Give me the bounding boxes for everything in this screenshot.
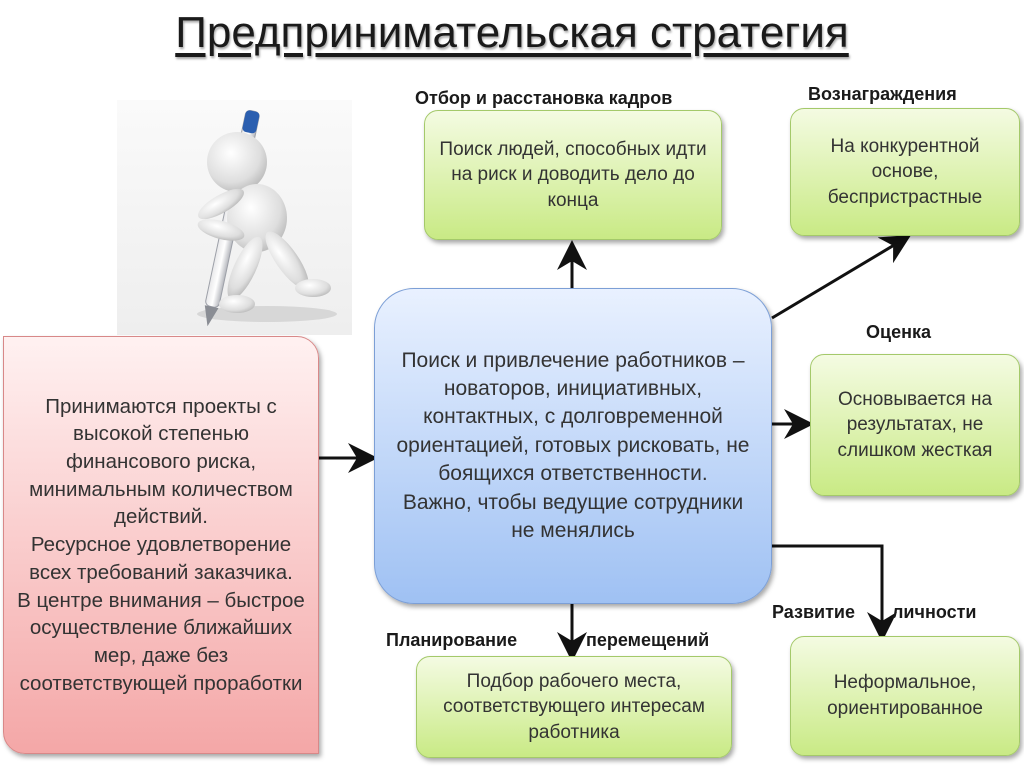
person-with-pen-icon: [117, 100, 352, 335]
evaluation-text: Основывается на результатах, не слишком …: [837, 388, 993, 461]
evaluation-label: Оценка: [866, 322, 931, 342]
development-text: Неформальное, ориентированное: [827, 672, 983, 719]
planning-label-left: Планирование: [386, 630, 518, 650]
rewards-label: Вознаграждения: [808, 84, 957, 104]
development-box: Неформальное, ориентированное: [790, 636, 1020, 756]
evaluation-box: Основывается на результатах, не слишком …: [810, 354, 1020, 496]
planning-text: Подбор рабочего места, соответствующего …: [443, 670, 705, 743]
selection-box: Поиск людей, способных идти на риск и до…: [424, 110, 722, 240]
project-features-box: Принимаются проекты с высокой степенью ф…: [3, 336, 319, 754]
center-strategy-text-1: Поиск и привлечение работников – новатор…: [396, 348, 750, 486]
page-title: Предпринимательская стратегия: [175, 8, 849, 57]
planning-label-right: перемещений: [586, 630, 710, 650]
rewards-box: На конкурентной основе, беспристрастные: [790, 108, 1020, 236]
development-label-left: Развитие: [772, 602, 855, 622]
development-label-right: личности: [892, 602, 977, 622]
project-features-text-3: В центре внимания – быстрое осуществлени…: [17, 588, 305, 695]
project-features-text-2: Ресурсное удовлетворение всех требований…: [29, 533, 293, 584]
center-strategy-text-2: Важно, чтобы ведущие сотрудники не менял…: [402, 490, 744, 542]
arrow-to-development: [772, 544, 897, 642]
selection-label: Отбор и расстановка кадров: [415, 88, 673, 108]
project-features-text-1: Принимаются проекты с высокой степенью ф…: [29, 394, 293, 529]
rewards-text: На конкурентной основе, беспристрастные: [827, 135, 983, 208]
planning-box: Подбор рабочего места, соответствующего …: [416, 656, 732, 758]
arrow-to-rewards: [771, 234, 912, 320]
center-strategy-box: Поиск и привлечение работников – новатор…: [374, 288, 772, 604]
selection-text: Поиск людей, способных идти на риск и до…: [439, 138, 707, 211]
